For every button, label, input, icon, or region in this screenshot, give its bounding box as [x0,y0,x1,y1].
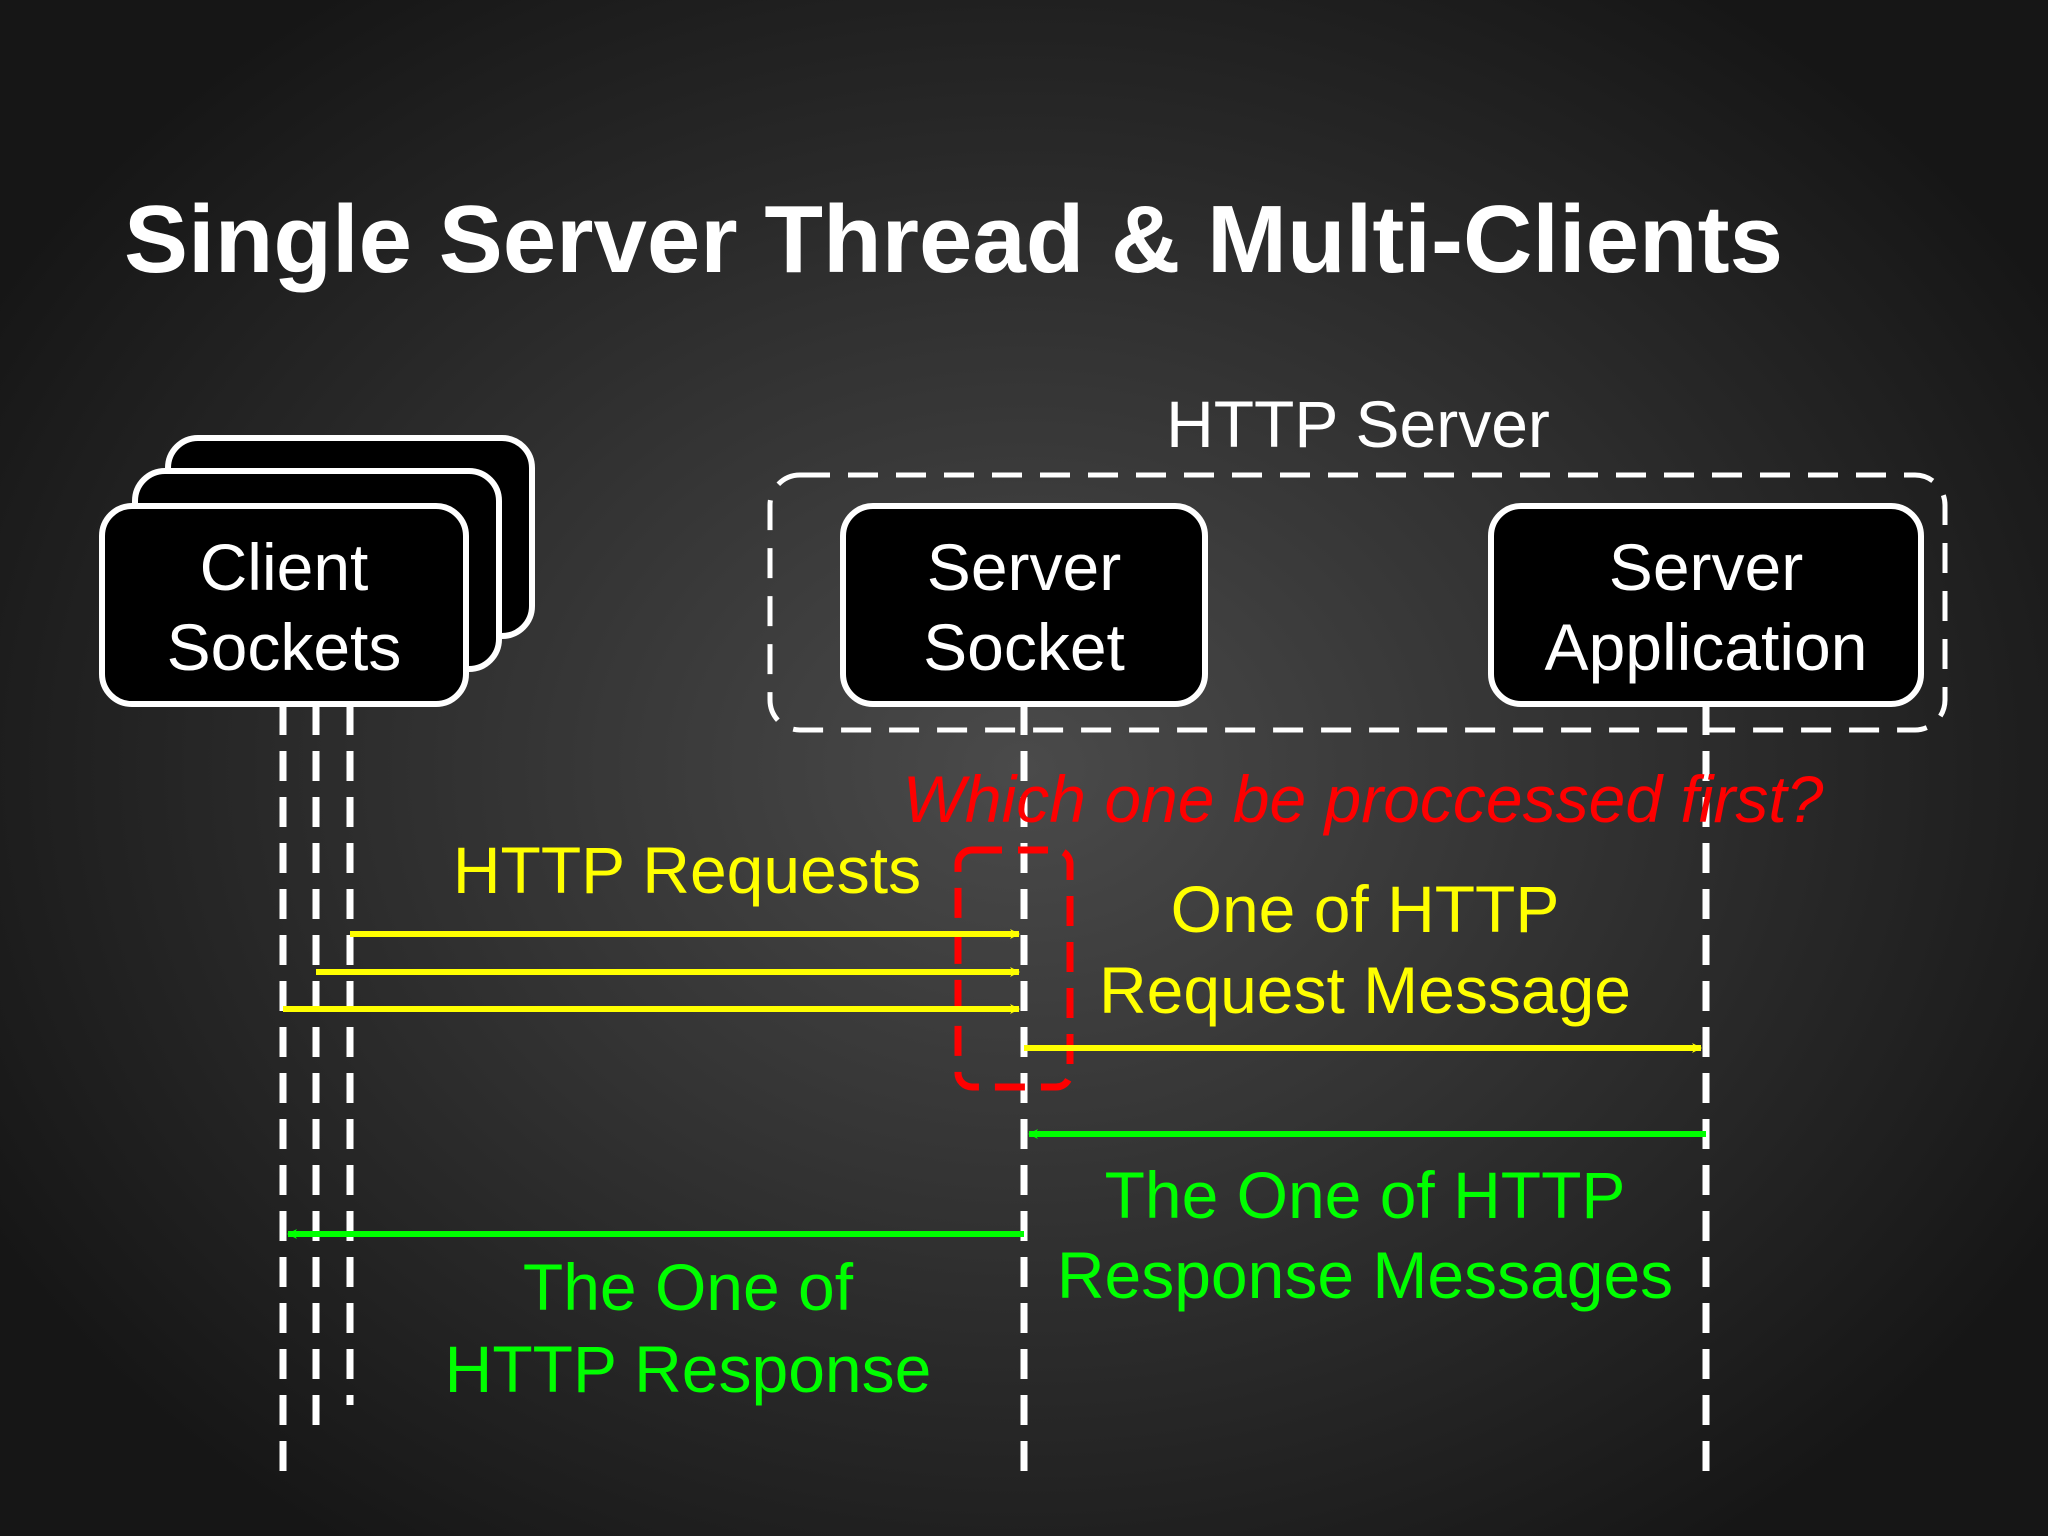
client-sockets-label-line2: Sockets [167,610,402,684]
request-message-label-line1: One of HTTP [1171,872,1560,946]
response-arrows [287,1129,1706,1239]
server-application-box [1488,503,1924,707]
http-server-group [767,472,1948,733]
server-socket-box [840,503,1208,707]
processing-question: Which one be proccessed first? [903,762,1824,836]
http-server-label: HTTP Server [1166,387,1550,461]
response-messages-label-line1: The One of HTTP [1105,1158,1626,1232]
http-requests-label: HTTP Requests [453,833,921,907]
server-socket-label-line1: Server [927,530,1121,604]
request-message-label-line2: Request Message [1099,953,1631,1027]
server-socket: Server Socket [840,503,1208,707]
client-sockets-stack: Client Sockets [99,435,535,707]
server-socket-label-line2: Socket [923,610,1125,684]
response-messages-label-line2: Response Messages [1057,1238,1673,1312]
page-title: Single Server Thread & Multi-Clients [124,186,1783,293]
http-response-label-line1: The One of [523,1250,854,1324]
client-sockets-label-line1: Client [200,530,369,604]
http-response-label-line2: HTTP Response [445,1332,932,1406]
queue-highlight-box [954,846,1074,1091]
server-application: Server Application [1488,503,1924,707]
request-arrows [283,929,1702,1053]
client-socket-box-front [99,503,469,707]
server-application-label-line1: Server [1609,530,1803,604]
server-application-label-line2: Application [1545,610,1868,684]
